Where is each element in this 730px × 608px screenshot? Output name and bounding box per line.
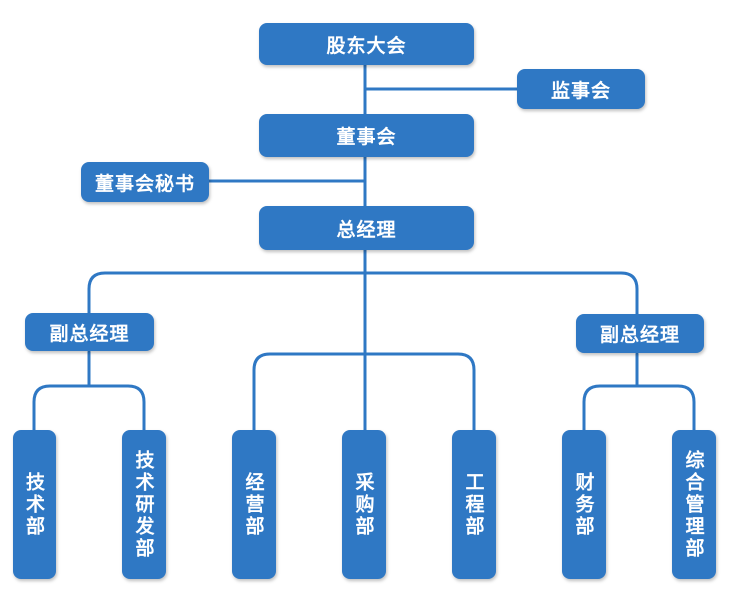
dept-engineering: 工程部 — [452, 430, 496, 579]
supervisory-board-box: 监事会 — [517, 69, 645, 109]
board-secretary-box: 董事会秘书 — [81, 162, 209, 202]
dept-business: 经营部 — [232, 430, 276, 579]
right-dept-branch — [582, 384, 696, 432]
board-of-directors-box: 董事会 — [259, 114, 474, 157]
general-manager-box: 总经理 — [259, 206, 474, 250]
dept-procurement: 采购部 — [342, 430, 386, 579]
dept-rnd: 技术研发部 — [122, 430, 166, 579]
shareholders-meeting-box: 股东大会 — [259, 23, 474, 65]
dept-finance: 财务部 — [562, 430, 606, 579]
deputy-branch — [87, 271, 639, 316]
deputy-gm-right-box: 副总经理 — [576, 314, 704, 353]
middle-dept-branch — [252, 352, 476, 432]
dept-admin: 综合管理部 — [672, 430, 716, 579]
left-dept-branch — [32, 384, 146, 432]
dept-tech: 技术部 — [13, 430, 56, 579]
deputy-gm-left-box: 副总经理 — [25, 313, 154, 351]
